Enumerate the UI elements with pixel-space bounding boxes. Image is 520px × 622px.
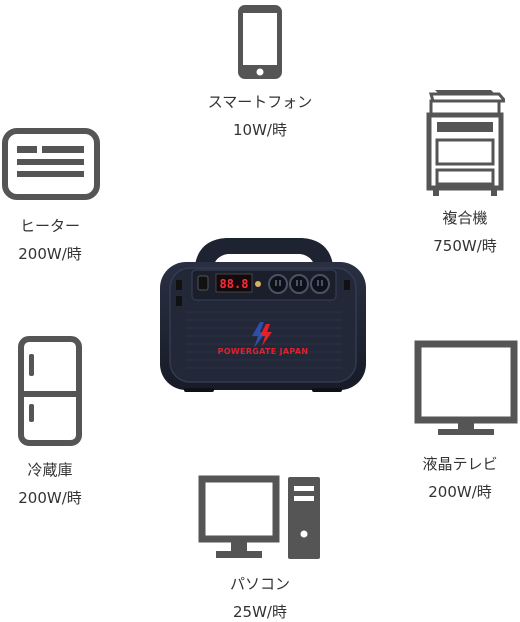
appliance-smartphone: スマートフォン 10W/時 [190, 0, 330, 140]
heater-watts: 200W/時 [18, 245, 82, 263]
copier-watts: 750W/時 [433, 237, 497, 255]
appliance-heater: ヒーター 200W/時 [0, 128, 100, 264]
appliance-tv: 液晶テレビ 200W/時 [400, 340, 520, 502]
smartphone-label: スマートフォン [207, 93, 313, 111]
tv-icon [414, 340, 518, 435]
appliance-fridge: 冷蔵庫 200W/時 [0, 336, 100, 508]
copier-icon [426, 90, 505, 196]
fridge-label: 冷蔵庫 [27, 461, 73, 479]
tv-label: 液晶テレビ [422, 455, 498, 473]
fridge-watts: 200W/時 [18, 489, 82, 507]
pc-label: パソコン [229, 575, 290, 593]
portable-power-station: 88.8 [156, 232, 370, 394]
appliance-pc: パソコン 25W/時 [190, 474, 330, 622]
appliance-copier: 複合機 750W/時 [410, 86, 520, 256]
tv-watts: 200W/時 [428, 483, 492, 501]
power-station-image: 88.8 [160, 238, 366, 392]
copier-label: 複合機 [442, 209, 488, 227]
smartphone-icon [238, 5, 282, 79]
desktop-pc-icon [198, 475, 320, 559]
lcd-readout: 88.8 [220, 277, 249, 291]
ac-outlets [268, 274, 330, 294]
pc-watts: 25W/時 [233, 603, 287, 621]
smartphone-watts: 10W/時 [233, 121, 287, 139]
lightning-logo-icon [252, 322, 272, 348]
refrigerator-icon [18, 336, 82, 446]
brand-logo-text: POWERGATE JAPAN [218, 347, 309, 356]
heater-label: ヒーター [19, 217, 80, 235]
heater-icon [2, 128, 100, 200]
